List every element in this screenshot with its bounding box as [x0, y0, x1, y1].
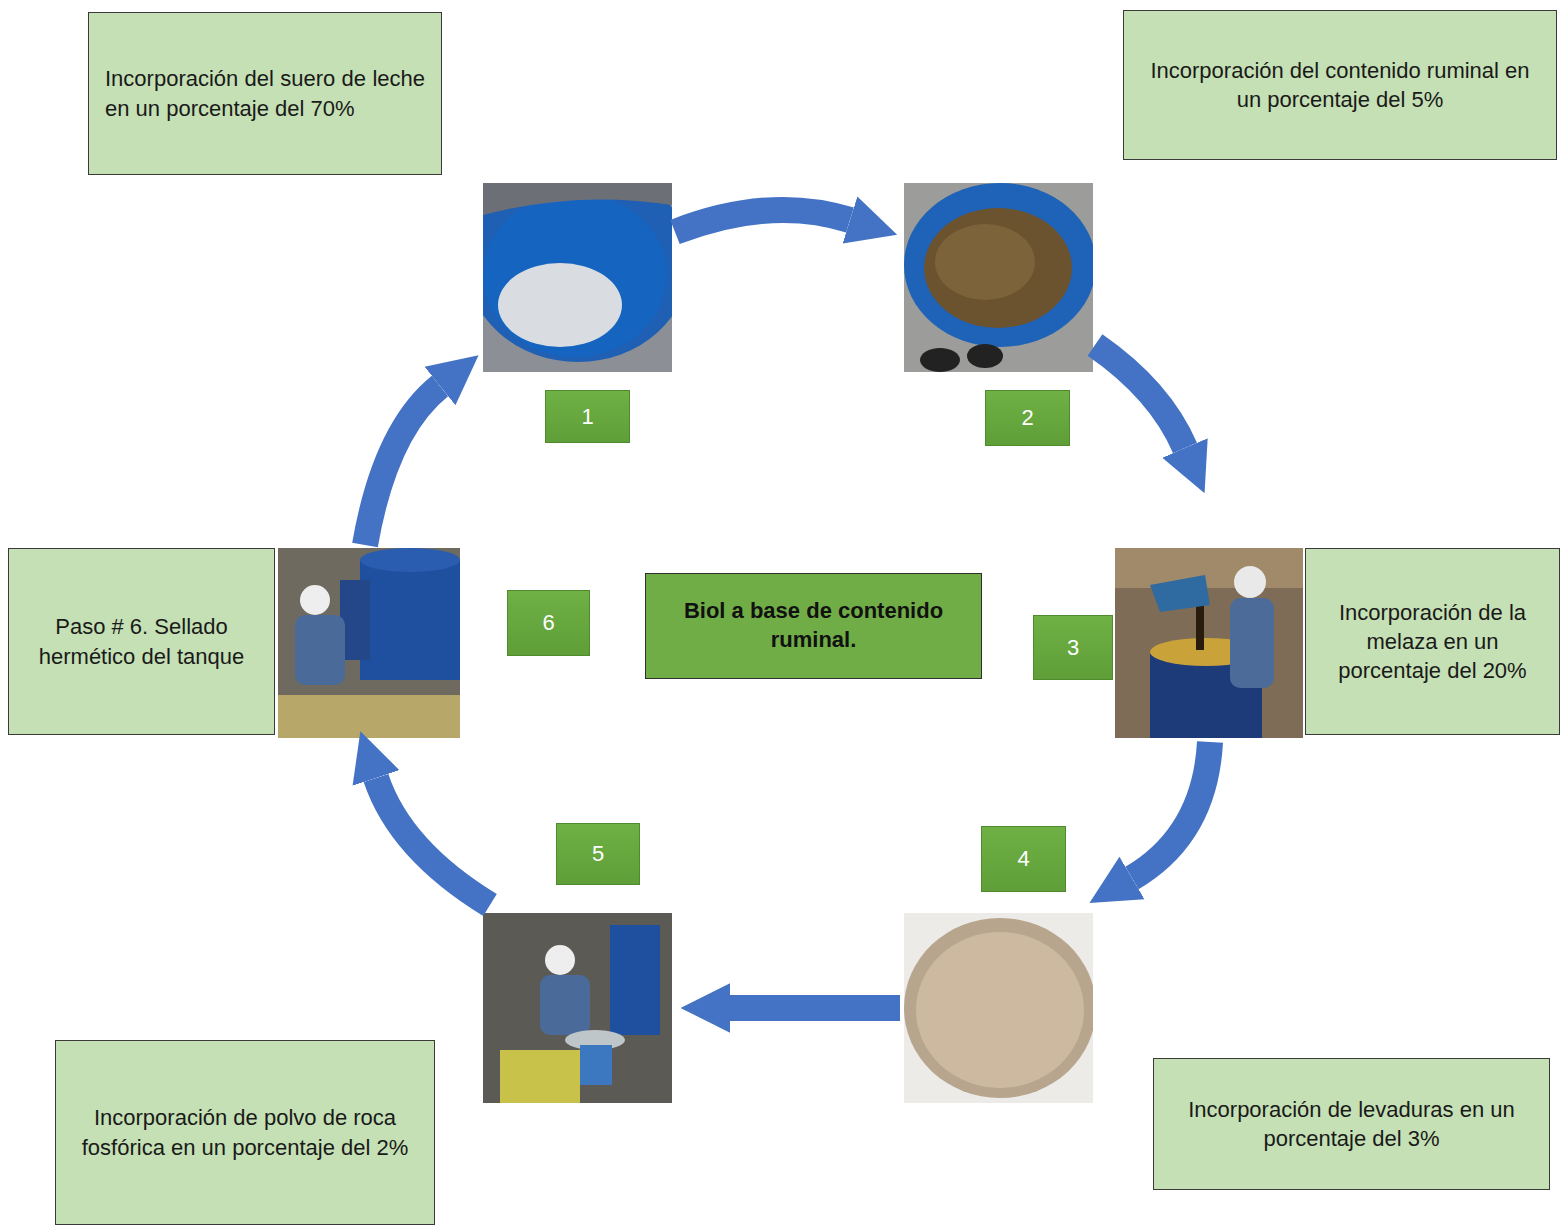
step-number: 1 — [545, 390, 630, 443]
step-text: Incorporación del contenido ruminal en u… — [1123, 10, 1557, 160]
step-text: Incorporación de la melaza en un porcent… — [1305, 548, 1560, 735]
node-text: Incorporación de levaduras en un porcent… — [1170, 1095, 1533, 1153]
cycle-arrow — [1095, 345, 1185, 448]
photo-yeast — [904, 913, 1093, 1103]
step-text: Incorporación de polvo de roca fosfórica… — [55, 1040, 435, 1225]
center-title-box: Biol a base de contenido ruminal. — [645, 573, 982, 679]
node-text: Paso # 6. Sellado hermético del tanque — [25, 612, 258, 670]
node-text: 6 — [514, 610, 583, 636]
step-text: Incorporación de levaduras en un porcent… — [1153, 1058, 1550, 1190]
step-text: Incorporación del suero de leche en un p… — [88, 12, 442, 175]
node-text: Incorporación de la melaza en un porcent… — [1322, 598, 1543, 685]
node-text: Incorporación de polvo de roca fosfórica… — [72, 1103, 418, 1161]
cycle-arrows — [365, 210, 1210, 1008]
cycle-arrow — [730, 995, 900, 1021]
node-text: 2 — [992, 405, 1063, 431]
node-text: Incorporación del contenido ruminal en u… — [1140, 56, 1540, 114]
photo-ruminal — [904, 183, 1093, 372]
step-number: 6 — [507, 590, 590, 656]
node-text: 3 — [1040, 635, 1106, 661]
node-text: Biol a base de contenido ruminal. — [660, 597, 967, 654]
cycle-arrow — [365, 386, 440, 545]
node-text: Incorporación del suero de leche en un p… — [105, 64, 425, 122]
photo-molasses — [1115, 548, 1303, 738]
photo-sealing — [278, 548, 460, 738]
node-text: 5 — [563, 841, 633, 867]
cycle-arrow — [675, 210, 850, 232]
photo-phosphate — [483, 913, 672, 1103]
cycle-arrow — [1132, 742, 1210, 878]
node-text: 4 — [988, 846, 1059, 872]
step-number: 3 — [1033, 615, 1113, 680]
step-number: 5 — [556, 823, 640, 885]
photo-whey — [483, 183, 672, 372]
step-text: Paso # 6. Sellado hermético del tanque — [8, 548, 275, 735]
step-number: 4 — [981, 826, 1066, 892]
step-number: 2 — [985, 390, 1070, 446]
node-text: 1 — [552, 404, 623, 430]
cycle-arrow — [376, 778, 490, 905]
